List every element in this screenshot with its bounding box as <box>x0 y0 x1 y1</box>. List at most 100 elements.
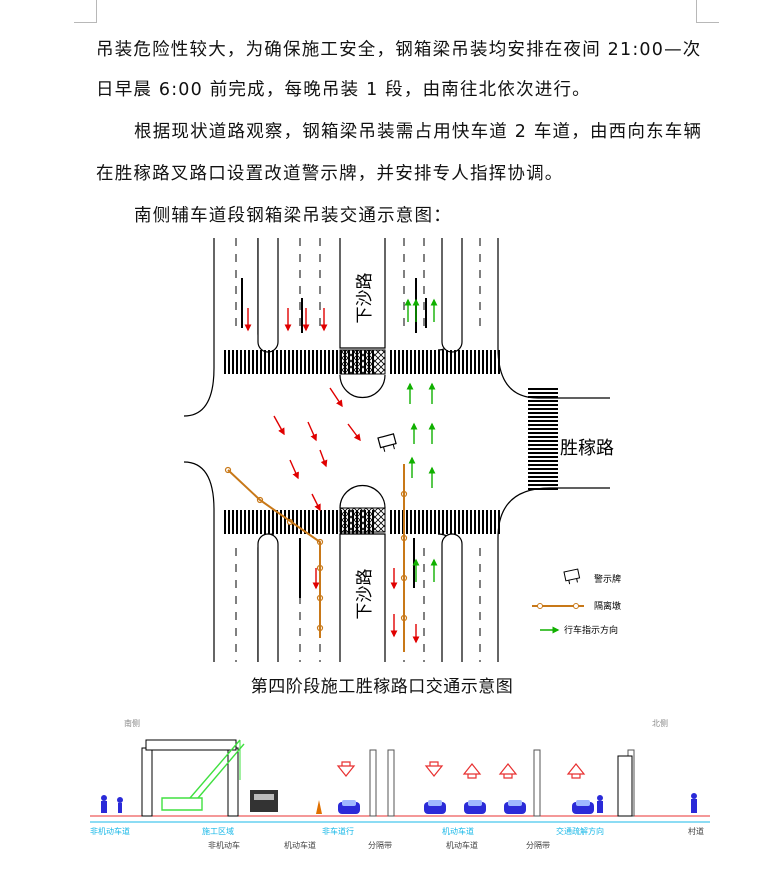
crosswalk-stripe <box>394 350 396 374</box>
lane-direction-arrow <box>566 763 586 779</box>
crosswalk-stripe <box>528 452 558 454</box>
crosswalk-stripe <box>312 350 314 374</box>
crosswalk-stripe <box>498 350 500 374</box>
crosswalk-stripe <box>528 432 558 434</box>
warning-sign-icon <box>377 433 397 452</box>
crosswalk-stripe <box>340 510 342 534</box>
crosswalk-stripe <box>316 350 318 374</box>
crosswalk-stripe <box>324 510 326 534</box>
zone-label-6: 村道 <box>688 826 704 836</box>
crosswalk-stripe <box>390 350 392 374</box>
crosswalk-stripe <box>482 510 484 534</box>
crosswalk-stripe <box>344 350 346 374</box>
red-direction-arrow <box>273 415 285 436</box>
car-icon <box>424 800 446 814</box>
crosswalk-stripe <box>360 350 362 374</box>
crosswalk-stripe <box>438 350 440 374</box>
paragraph-line-2: 日早晨 6:00 前完成，每晚吊装 1 段，由南往北依次进行。 <box>96 80 591 100</box>
pedestrian-icons <box>101 793 697 813</box>
crosswalk-stripe <box>398 510 400 534</box>
crosswalk-stripe <box>360 510 362 534</box>
crosswalk-stripe <box>528 480 558 482</box>
lane-direction-arrow <box>424 761 444 777</box>
crosswalk-stripe <box>410 510 412 534</box>
crosswalk-stripe <box>430 350 432 374</box>
crosswalk-stripe <box>300 510 302 534</box>
crosswalk-stripe <box>418 510 420 534</box>
crosswalk-stripe <box>406 510 408 534</box>
crosswalk-stripe <box>450 350 452 374</box>
bottom-label-1: 非机动车 <box>208 840 240 850</box>
crosswalk-stripe <box>276 350 278 374</box>
intersection-diagram: 下沙路 下沙路 胜稼路 警示牌 隔离墩 行车指示方向 <box>183 238 621 662</box>
crosswalk-stripe <box>344 510 346 534</box>
crosswalk-stripe <box>446 510 448 534</box>
crosswalk-stripe <box>462 510 464 534</box>
crosswalk-stripe <box>312 510 314 534</box>
crosswalk-stripe <box>280 350 282 374</box>
crosswalk-stripe <box>296 510 298 534</box>
crosswalk-stripe <box>252 510 254 534</box>
crosswalk-stripe <box>352 350 354 374</box>
crosswalk-stripe <box>308 350 310 374</box>
crosswalk-stripe <box>474 350 476 374</box>
crosswalk-stripe <box>454 510 456 534</box>
legend-direction-label: 行车指示方向 <box>564 624 618 636</box>
crosswalk-stripe <box>528 420 558 422</box>
crosswalk-stripe <box>426 510 428 534</box>
crosswalk-stripe <box>364 510 366 534</box>
crosswalk-stripe <box>474 510 476 534</box>
crosswalk-stripe <box>264 510 266 534</box>
crosswalk-stripe <box>418 350 420 374</box>
crosswalk-stripe <box>442 510 444 534</box>
crosswalk-stripe <box>240 510 242 534</box>
crosswalk-stripe <box>486 510 488 534</box>
lane-direction-arrow <box>498 763 518 779</box>
red-direction-arrow <box>289 459 299 480</box>
crosswalk-stripe <box>390 510 392 534</box>
crosswalk-stripe <box>528 472 558 474</box>
crosswalk-stripe <box>398 350 400 374</box>
crosswalks <box>224 350 558 534</box>
crosswalk-stripe <box>368 510 370 534</box>
crosswalk-stripe <box>276 510 278 534</box>
crosswalk-stripe <box>528 412 558 414</box>
paragraph-line-1: 吊装危险性较大，为确保施工安全，钢箱梁吊装均安排在夜间 21:00—次 <box>96 40 702 60</box>
crosswalk-stripe <box>352 510 354 534</box>
crosswalk-stripe <box>458 510 460 534</box>
crosswalk-stripe <box>528 488 558 490</box>
crosswalk-stripe <box>288 350 290 374</box>
crosswalk-stripe <box>528 424 558 426</box>
page-corner-mark-left <box>74 0 97 23</box>
crosswalk-stripe <box>244 510 246 534</box>
crosswalk-stripe <box>372 510 374 534</box>
crosswalk-stripe <box>256 510 258 534</box>
page-corner-mark-right <box>696 0 719 23</box>
crosswalk-stripe <box>446 350 448 374</box>
crosswalk-stripe <box>272 350 274 374</box>
crosswalk-stripe <box>394 510 396 534</box>
crosswalk-stripe <box>260 510 262 534</box>
crosswalk-stripe <box>528 392 558 394</box>
crosswalk-stripe <box>232 350 234 374</box>
crosswalk-stripe <box>434 350 436 374</box>
crosswalk-stripe <box>284 350 286 374</box>
crosswalk-stripe <box>364 350 366 374</box>
zone-label-1: 非机动车道 <box>90 826 130 836</box>
crosswalk-stripe <box>528 456 558 458</box>
crosswalk-stripe <box>458 350 460 374</box>
crosswalk-stripe <box>478 350 480 374</box>
crosswalk-stripe <box>470 510 472 534</box>
crosswalk-stripe <box>470 350 472 374</box>
figure-caption: 第四阶段施工胜稼路口交通示意图 <box>250 677 514 697</box>
crosswalk-stripe <box>414 350 416 374</box>
crosswalk-stripe <box>280 510 282 534</box>
lane-direction-arrow <box>462 763 482 779</box>
crosswalk-stripe <box>414 510 416 534</box>
car-icon <box>338 800 360 814</box>
zone-label-5: 交通疏解方向 <box>556 826 604 836</box>
crosswalk-stripe <box>422 350 424 374</box>
crosswalk-stripe <box>434 510 436 534</box>
red-direction-arrow <box>347 423 361 442</box>
crosswalk-stripe <box>462 350 464 374</box>
